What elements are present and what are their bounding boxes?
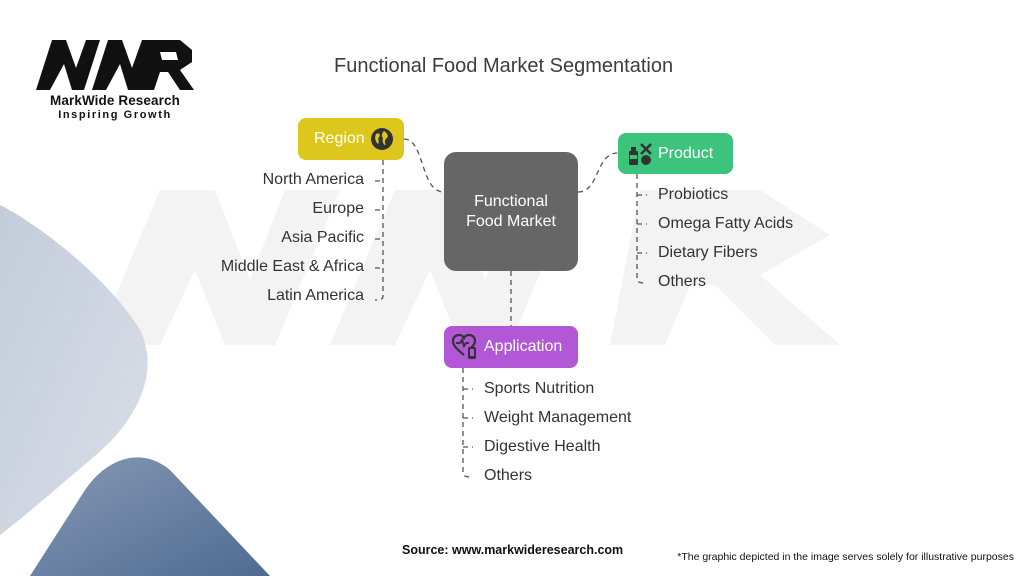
product-item-probiotics: Probiotics: [658, 186, 729, 203]
source-text: Source: www.markwideresearch.com: [402, 543, 624, 557]
center-node-label: Functional Food Market: [466, 192, 556, 230]
globe-icon: [371, 128, 393, 150]
brand-name: MarkWide Research: [50, 93, 180, 108]
brand-tagline: Inspiring Growth: [58, 109, 172, 121]
heart-health-icon: [452, 334, 477, 359]
application-label: Application: [484, 338, 563, 355]
product-item-others: Others: [658, 273, 707, 290]
application-item-sports-nutrition: Sports Nutrition: [484, 380, 595, 397]
region-item-latin-america: Latin America: [267, 287, 364, 304]
product-label: Product: [658, 144, 714, 162]
application-item-weight-management: Weight Management: [484, 409, 632, 426]
region-item-asia-pacific: Asia Pacific: [281, 229, 364, 246]
center-node: Functional Food Market: [444, 152, 578, 271]
region-item-europe: Europe: [312, 200, 364, 217]
mwr-logo-mark-icon: [36, 40, 194, 90]
region-label: Region: [314, 130, 365, 147]
region-item-north-america: North America: [262, 171, 364, 188]
product-item-omega-fatty-acids: Omega Fatty Acids: [658, 215, 794, 232]
bg-shape-light: [0, 205, 148, 535]
application-item-digestive-health: Digestive Health: [484, 438, 601, 455]
connector-lines: [374, 138, 648, 478]
product-header: Product: [618, 133, 733, 174]
page-title: Functional Food Market Segmentation: [334, 55, 674, 77]
food-products-icon: [629, 143, 652, 165]
disclaimer-text: *The graphic depicted in the image serve…: [677, 551, 1014, 563]
application-item-others: Others: [484, 467, 533, 484]
region-item-middle-east-africa: Middle East & Africa: [220, 258, 364, 275]
bg-shape-dark: [30, 457, 270, 576]
product-item-dietary-fibers: Dietary Fibers: [658, 244, 758, 261]
region-header: Region: [298, 118, 404, 160]
application-header: Application: [444, 326, 578, 368]
